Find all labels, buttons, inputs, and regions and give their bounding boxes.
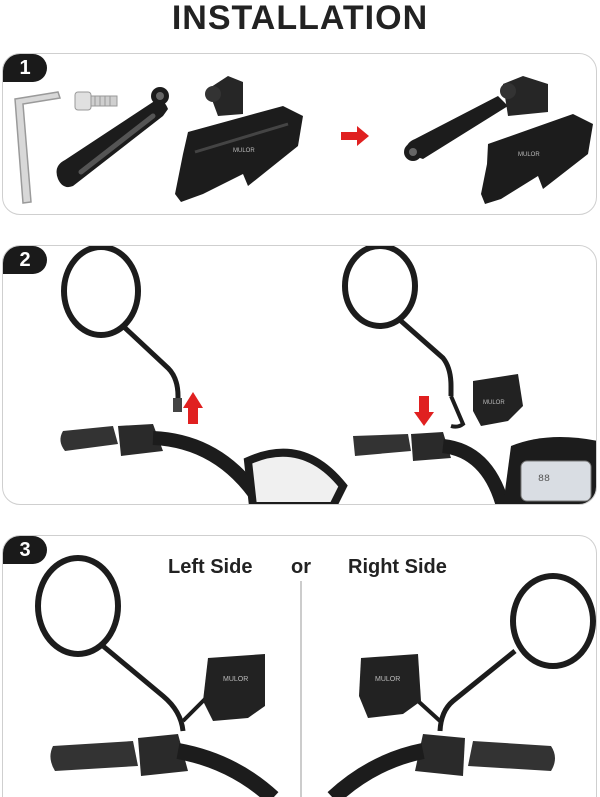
svg-text:MULOR: MULOR — [518, 152, 540, 158]
or-label: or — [291, 556, 311, 578]
step-2-badge: 2 — [3, 246, 47, 274]
mirror-icon — [437, 573, 596, 732]
arrow-up-icon — [183, 392, 203, 424]
handlebar-icon — [60, 424, 348, 504]
page-title: INSTALLATION — [171, 0, 429, 37]
svg-text:MULOR: MULOR — [375, 676, 400, 683]
mirror-icon — [61, 246, 182, 412]
arrow-down-icon — [414, 396, 434, 426]
step-3-illustration: MULOR MULOR — [35, 555, 596, 797]
step-2-panel: 2 MULOR — [2, 245, 597, 505]
step-1-illustration: MULOR MULOR — [14, 76, 593, 204]
svg-text:88: 88 — [538, 474, 550, 485]
step-1-badge: 1 — [3, 54, 47, 82]
step-3-badge: 3 — [3, 536, 47, 564]
step-2-illustration: MULOR 88 — [60, 246, 596, 504]
step-1-panel: 1 MULOR — [2, 53, 597, 215]
handlebar-icon — [50, 734, 279, 797]
screw-icon — [74, 91, 118, 111]
svg-text:MULOR: MULOR — [233, 148, 255, 154]
handlebar-icon — [327, 734, 555, 797]
right-side-label: Right Side — [348, 556, 447, 578]
arrow-right-icon — [341, 126, 369, 146]
dashboard-icon: 88 — [503, 437, 596, 504]
svg-text:MULOR: MULOR — [223, 676, 248, 683]
hex-key-icon — [14, 91, 61, 204]
mirror-icon — [342, 246, 454, 396]
phone-holder-icon: MULOR — [175, 76, 303, 202]
extension-arm-icon — [56, 87, 169, 188]
phone-holder-icon: MULOR — [449, 374, 523, 429]
step-3-panel: 3 Left Side or Right Side MULOR MULOR — [2, 535, 597, 797]
svg-text:MULOR: MULOR — [483, 400, 505, 406]
phone-holder-icon: MULOR — [359, 654, 442, 723]
left-side-label: Left Side — [168, 556, 253, 578]
mirror-icon — [35, 555, 186, 732]
assembled-mount-icon: MULOR — [404, 76, 593, 204]
handlebar-icon — [353, 432, 510, 504]
phone-holder-icon: MULOR — [181, 654, 265, 723]
